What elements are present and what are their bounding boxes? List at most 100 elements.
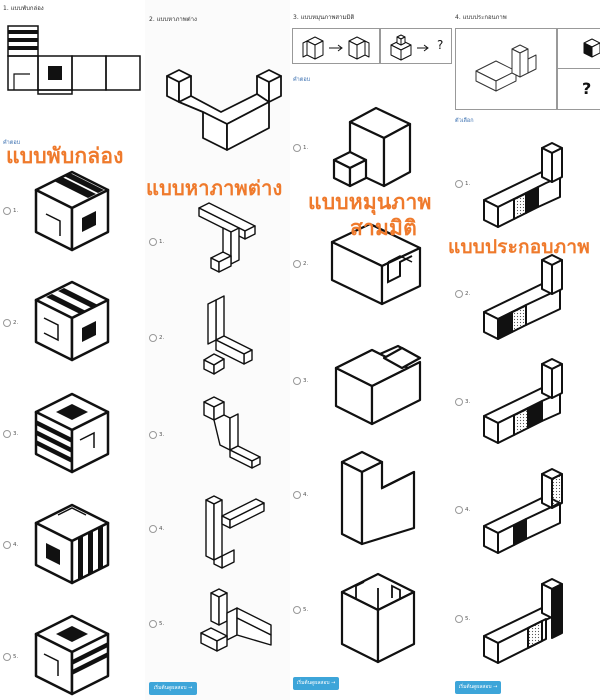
option-4[interactable]: 4. — [3, 541, 18, 549]
option-1-cube — [34, 170, 110, 252]
panel-title: 2. แบบหาภาพต่าง — [149, 16, 197, 23]
question-shape — [390, 34, 429, 61]
radio-button[interactable] — [149, 431, 157, 439]
option-4-cube — [34, 503, 110, 585]
question-box — [455, 28, 557, 110]
option-label: 5. — [13, 654, 19, 660]
option-label: 1. — [13, 208, 19, 214]
view-results-button[interactable]: เริ่มต้นดูผลสอบ → — [293, 677, 339, 690]
radio-button[interactable] — [149, 334, 157, 342]
option-label: 3. — [13, 431, 19, 437]
option-label: 3. — [465, 399, 471, 405]
option-4-shape — [205, 495, 265, 569]
question-label: คำตอบ — [293, 77, 311, 83]
option-1[interactable]: 1. — [455, 180, 470, 188]
radio-button[interactable] — [293, 491, 301, 499]
radio-button[interactable] — [3, 653, 11, 661]
radio-button[interactable] — [455, 398, 463, 406]
option-2-shape — [483, 254, 563, 340]
option-label: 5. — [465, 616, 471, 622]
panel-title: 1. แบบพับกล่อง — [3, 5, 44, 12]
radio-button[interactable] — [149, 620, 157, 628]
option-5-shape — [340, 572, 416, 664]
option-5-cube — [34, 614, 110, 696]
option-4-shape — [483, 468, 563, 554]
option-1[interactable]: 1. — [3, 207, 18, 215]
radio-button[interactable] — [455, 506, 463, 514]
radio-button[interactable] — [293, 260, 301, 268]
radio-button[interactable] — [293, 606, 301, 614]
option-label: 1. — [159, 239, 165, 245]
option-5[interactable]: 5. — [3, 653, 18, 661]
option-2-shape — [330, 222, 422, 306]
radio-button[interactable] — [293, 377, 301, 385]
option-3[interactable]: 3. — [3, 430, 18, 438]
option-5-shape — [200, 588, 272, 652]
option-1-shape — [198, 202, 256, 273]
option-2[interactable]: 2. — [455, 290, 470, 298]
option-5[interactable]: 5. — [293, 606, 308, 614]
radio-button[interactable] — [455, 615, 463, 623]
option-label: 1. — [303, 145, 309, 151]
view-results-button[interactable]: เริ่มต้นดูผลสอบ → — [149, 682, 197, 695]
option-1[interactable]: 1. — [149, 238, 164, 246]
option-4-shape — [340, 450, 416, 546]
radio-button[interactable] — [149, 525, 157, 533]
question-label: ตัวเลือก — [455, 118, 474, 124]
option-label: 4. — [465, 507, 471, 513]
option-3-cube — [34, 392, 110, 474]
option-4[interactable]: 4. — [293, 491, 308, 499]
radio-button[interactable] — [3, 207, 11, 215]
option-2-shape — [203, 295, 253, 375]
example-box — [292, 28, 380, 64]
option-label: 4. — [13, 542, 19, 548]
answer-box: ? — [557, 68, 600, 110]
option-2[interactable]: 2. — [149, 334, 164, 342]
option-3[interactable]: 3. — [293, 377, 308, 385]
option-3[interactable]: 3. — [149, 431, 164, 439]
rotate-3d-panel: 3. แบบหมุนภาพสามมิติ — [290, 0, 452, 700]
radio-button[interactable] — [455, 180, 463, 188]
option-5[interactable]: 5. — [149, 620, 164, 628]
option-5[interactable]: 5. — [455, 615, 470, 623]
overlay-rotate-3d-line2: สามมิติ — [350, 216, 417, 240]
piece-shape — [583, 38, 600, 58]
option-3-shape — [203, 396, 261, 469]
option-label: 2. — [159, 335, 165, 341]
panel-title: 4. แบบประกอบภาพ — [455, 14, 507, 21]
box-folding-panel: 1. แบบพับกล่อง คำตอบ 1. — [0, 0, 145, 700]
overlay-rotate-3d-line1: แบบหมุนภาพ — [308, 190, 432, 214]
option-2-cube — [34, 280, 110, 362]
overlay-assemble: แบบประกอบภาพ — [448, 236, 590, 258]
option-1-shape — [483, 142, 563, 228]
piece-box — [557, 28, 600, 70]
option-label: 4. — [159, 526, 165, 532]
option-2[interactable]: 2. — [293, 260, 308, 268]
option-3-shape — [334, 344, 422, 426]
option-3[interactable]: 3. — [455, 398, 470, 406]
example-pair — [302, 36, 370, 60]
question-label: คำตอบ — [3, 140, 21, 146]
find-different-panel: 2. แบบหาภาพต่าง 1. 2. — [145, 0, 290, 700]
question-box: ? — [380, 28, 452, 64]
option-label: 5. — [159, 621, 165, 627]
option-1[interactable]: 1. — [293, 144, 308, 152]
radio-button[interactable] — [455, 290, 463, 298]
radio-button[interactable] — [3, 319, 11, 327]
radio-button[interactable] — [3, 541, 11, 549]
option-4[interactable]: 4. — [455, 506, 470, 514]
option-4[interactable]: 4. — [149, 525, 164, 533]
option-1-shape — [332, 106, 412, 188]
radio-button[interactable] — [293, 144, 301, 152]
question-mark: ? — [437, 38, 444, 52]
overlay-find-different: แบบหาภาพต่าง — [146, 176, 283, 200]
option-label: 2. — [465, 291, 471, 297]
option-2[interactable]: 2. — [3, 319, 18, 327]
option-label: 4. — [303, 492, 309, 498]
radio-button[interactable] — [3, 430, 11, 438]
cube-net-figure — [7, 25, 141, 95]
radio-button[interactable] — [149, 238, 157, 246]
view-results-button[interactable]: เริ่มต้นดูผลสอบ → — [455, 681, 501, 694]
option-label: 3. — [303, 378, 309, 384]
option-3-shape — [483, 358, 563, 444]
